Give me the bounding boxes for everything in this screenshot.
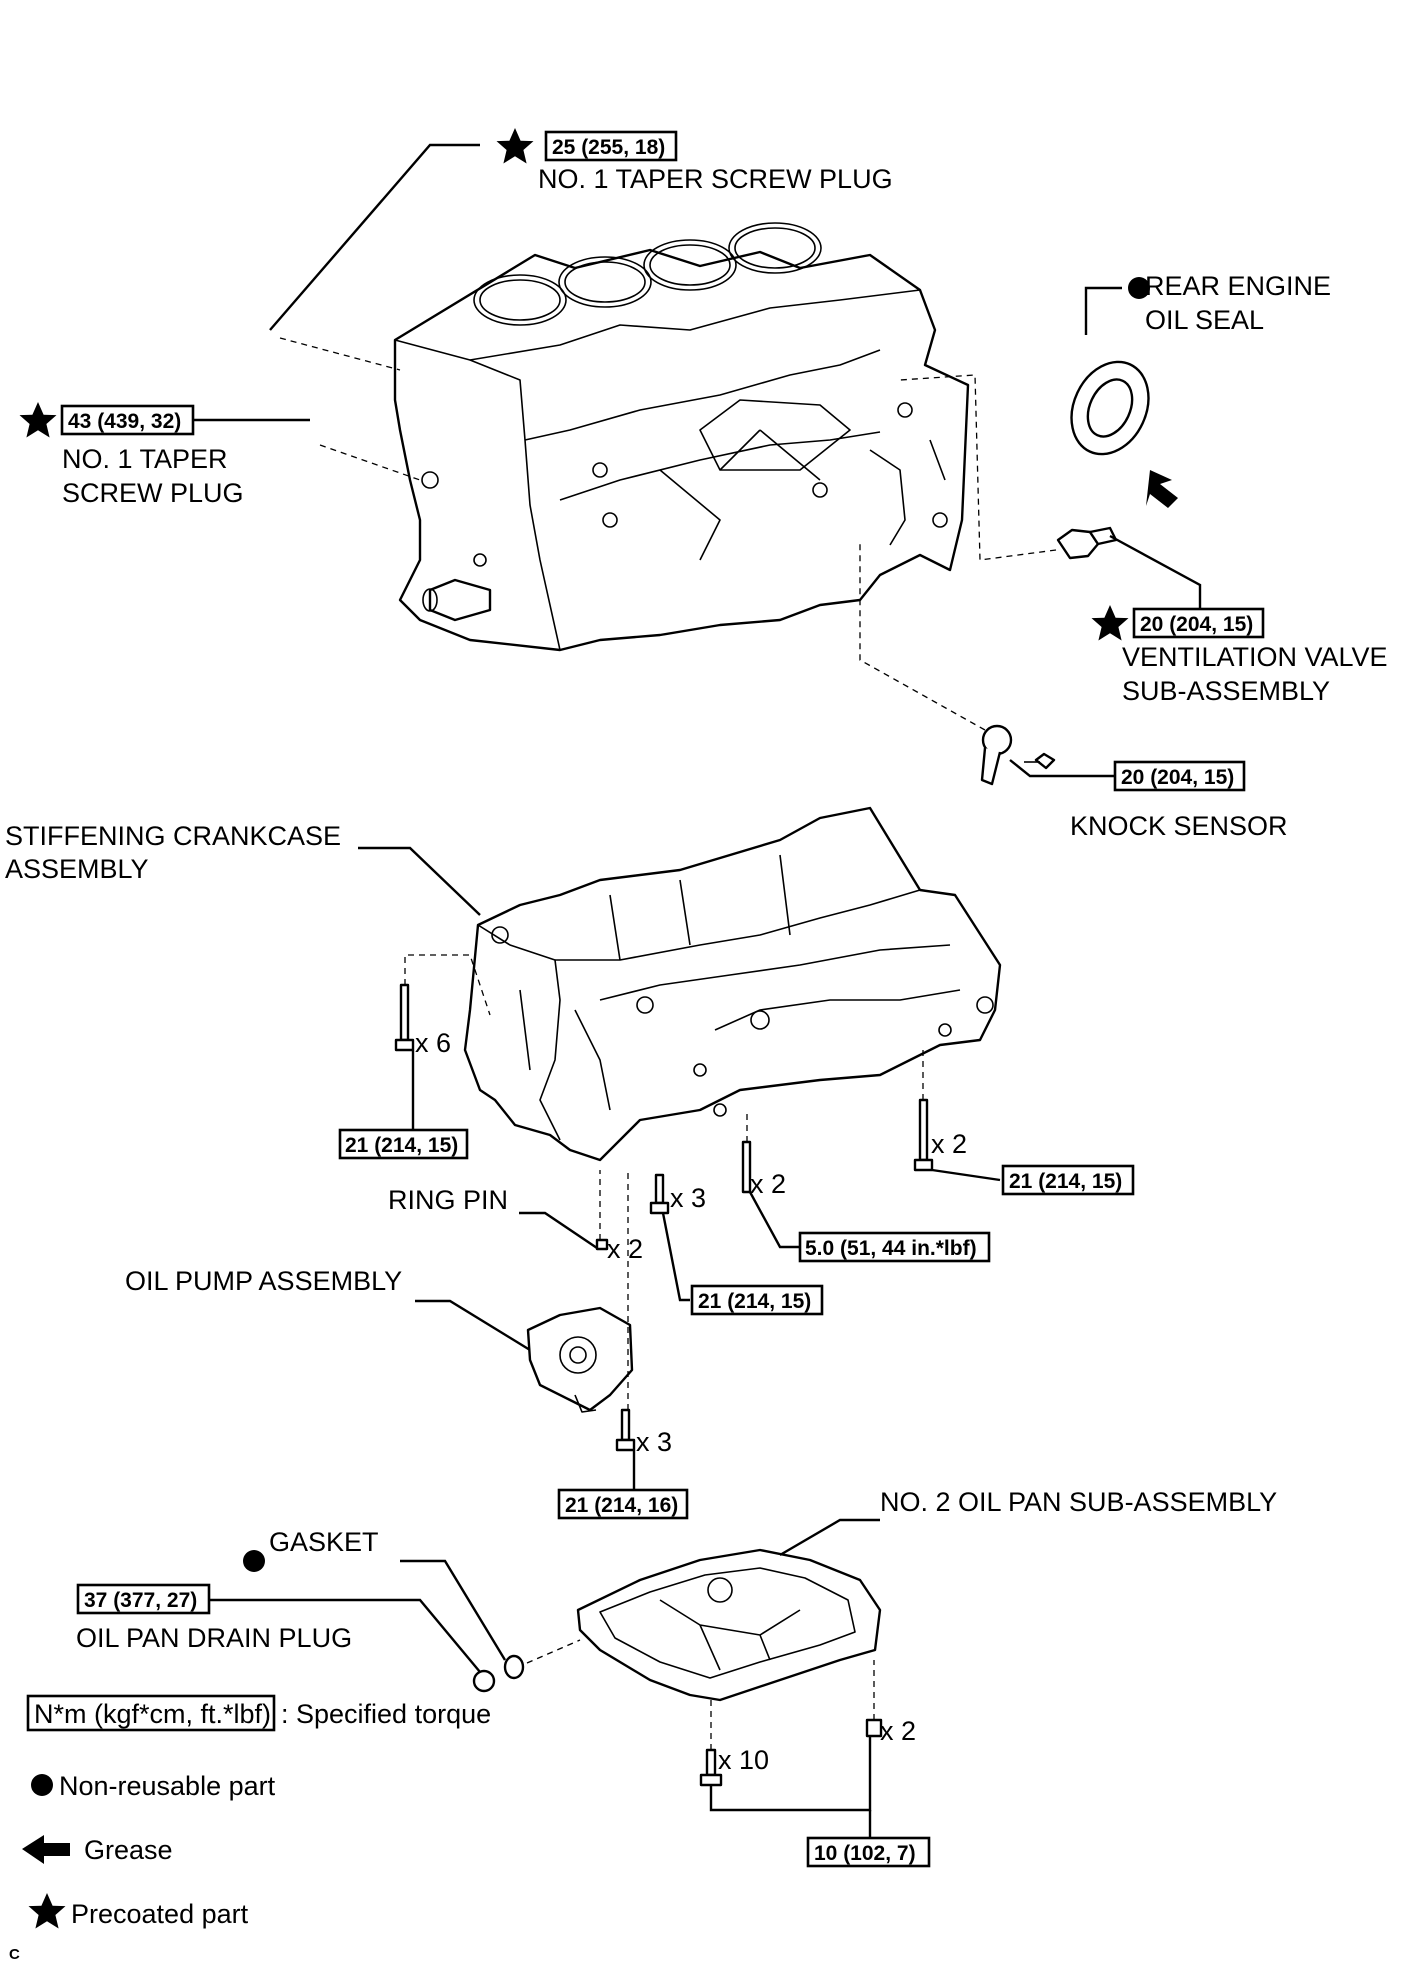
leader-lines <box>193 143 1202 1838</box>
label-rear-seal: REAR ENGINE <box>1145 271 1331 301</box>
ring-pin <box>595 1238 609 1251</box>
cylinder-block <box>393 222 970 652</box>
crankcase-bolt-left <box>394 983 415 1052</box>
gasket-ring <box>503 1654 525 1680</box>
torque-spec-crankcase-right: 21 (214, 15) <box>1001 1164 1135 1196</box>
torque-spec-drain-plug: 37 (377, 27) <box>76 1583 211 1615</box>
svg-text:43 (439, 32): 43 (439, 32) <box>68 410 181 433</box>
knock-sensor <box>980 724 1056 786</box>
qty-crankcase-left: x 6 <box>415 1028 451 1058</box>
label-taper-plug-left: NO. 1 TAPER <box>62 444 228 474</box>
footer-mark: C <box>9 1946 20 1963</box>
svg-text:25 (255, 18): 25 (255, 18) <box>552 136 665 159</box>
non-reusable-dot-icon <box>1128 277 1150 299</box>
torque-spec-crankcase-mid: 21 (214, 15) <box>690 1284 824 1316</box>
non-reusable-dot-icon <box>243 1550 265 1572</box>
torque-spec-crankcase-left: 21 (214, 15) <box>338 1128 469 1160</box>
ventilation-valve <box>1056 526 1118 560</box>
legend-grease-text: Grease <box>84 1835 173 1865</box>
svg-text:20 (204, 15): 20 (204, 15) <box>1140 613 1253 636</box>
svg-text:21 (214, 16): 21 (214, 16) <box>565 1494 678 1517</box>
crankcase-bolt-mid <box>649 1173 670 1215</box>
label-ring-pin: RING PIN <box>388 1185 508 1215</box>
label-taper-plug-left-2: SCREW PLUG <box>62 478 244 508</box>
label-drain-plug: OIL PAN DRAIN PLUG <box>76 1623 352 1653</box>
oil-pan-bolt <box>699 1748 723 1787</box>
legend-non-reusable-icon <box>31 1774 53 1796</box>
legend-non-reusable-text: Non-reusable part <box>59 1771 276 1801</box>
legend-torque-text: : Specified torque <box>281 1699 491 1729</box>
qty-crankcase-mid: x 3 <box>670 1183 706 1213</box>
svg-text:20 (204, 15): 20 (204, 15) <box>1121 766 1234 789</box>
precoated-star-icon <box>496 128 534 164</box>
qty-stud-bolts: x 2 <box>750 1169 786 1199</box>
qty-ring-pin: x 2 <box>607 1234 643 1264</box>
torque-spec-taper-plug-left: 43 (439, 32) <box>60 404 195 436</box>
svg-text:10 (102, 7): 10 (102, 7) <box>814 1842 916 1865</box>
oil-pump <box>526 1306 634 1413</box>
label-ventilation-valve: VENTILATION VALVE <box>1122 642 1388 672</box>
label-rear-seal-2: OIL SEAL <box>1145 305 1264 335</box>
legend: N*m (kgf*cm, ft.*lbf) : Specified torque… <box>22 1694 491 1929</box>
torque-spec-ventilation-valve: 20 (204, 15) <box>1132 607 1265 639</box>
torque-spec-knock-sensor: 20 (204, 15) <box>1113 760 1246 792</box>
qty-oil-pan-studs: x 2 <box>880 1716 916 1746</box>
svg-text:37 (377, 27): 37 (377, 27) <box>84 1589 197 1612</box>
precoated-star-icon <box>19 402 57 438</box>
torque-spec-oil-pan: 10 (102, 7) <box>806 1836 931 1868</box>
oil-pan-stud <box>865 1718 883 1738</box>
label-gasket: GASKET <box>269 1527 379 1557</box>
qty-oil-pan-bolts: x 10 <box>718 1745 769 1775</box>
torque-spec-taper-plug-top: 25 (255, 18) <box>544 130 678 162</box>
crankcase-bolt-right <box>913 1098 934 1172</box>
precoated-star-icon <box>1091 605 1129 641</box>
label-taper-plug-top: NO. 1 TAPER SCREW PLUG <box>538 164 893 194</box>
label-knock-sensor: KNOCK SENSOR <box>1070 811 1288 841</box>
legend-precoated-text: Precoated part <box>71 1899 249 1929</box>
legend-grease-icon <box>22 1835 70 1864</box>
label-crankcase-2: ASSEMBLY <box>5 854 149 884</box>
svg-text:5.0 (51, 44 in.*lbf): 5.0 (51, 44 in.*lbf) <box>805 1237 977 1260</box>
legend-precoated-icon <box>28 1893 66 1929</box>
torque-spec-oil-pump: 21 (214, 16) <box>557 1488 689 1520</box>
qty-crankcase-right: x 2 <box>931 1129 967 1159</box>
svg-text:21 (214, 15): 21 (214, 15) <box>1009 1170 1122 1193</box>
oil-pump-bolt <box>615 1408 636 1452</box>
torque-spec-stud-bolts: 5.0 (51, 44 in.*lbf) <box>798 1231 991 1263</box>
oil-pan <box>576 1548 882 1702</box>
stud-bolt <box>741 1140 752 1194</box>
label-ventilation-valve-2: SUB-ASSEMBLY <box>1122 676 1330 706</box>
qty-oil-pump-bolts: x 3 <box>636 1427 672 1457</box>
drain-plug <box>472 1669 496 1693</box>
svg-text:21 (214, 15): 21 (214, 15) <box>345 1134 458 1157</box>
legend-torque-box <box>26 1694 276 1732</box>
label-crankcase: STIFFENING CRANKCASE <box>5 821 341 851</box>
label-oil-pan: NO. 2 OIL PAN SUB-ASSEMBLY <box>880 1487 1277 1517</box>
legend-torque-units: N*m (kgf*cm, ft.*lbf) <box>34 1699 271 1729</box>
svg-text:21 (214, 15): 21 (214, 15) <box>698 1290 811 1313</box>
grease-arrow-icon <box>1146 470 1178 508</box>
stiffening-crankcase <box>463 806 1002 1162</box>
label-oil-pump: OIL PUMP ASSEMBLY <box>125 1266 402 1296</box>
rear-engine-oil-seal <box>1070 360 1150 456</box>
